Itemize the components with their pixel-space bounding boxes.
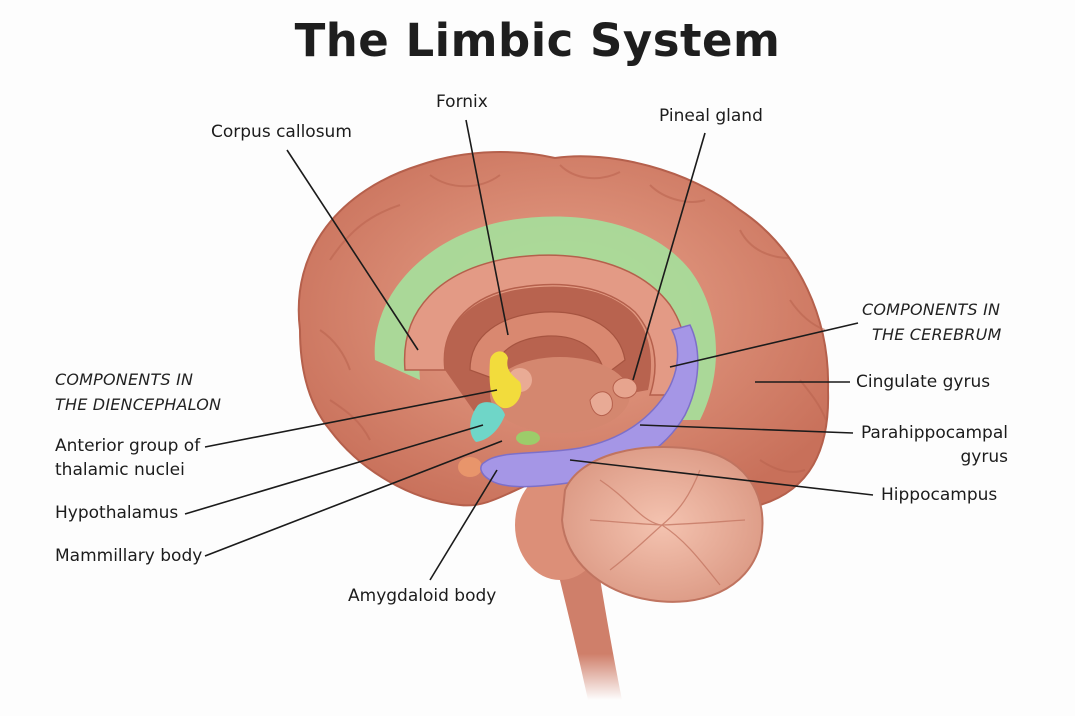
leader-fornix xyxy=(465,119,509,336)
label-corpus-callosum: Corpus callosum xyxy=(211,122,352,142)
leader-amygdaloid xyxy=(429,469,498,581)
group-header-diencephalon-line1: COMPONENTS IN xyxy=(55,370,194,389)
group-header-cerebrum: COMPONENTS IN THE CEREBRUM xyxy=(862,297,1002,347)
label-parahippocampal-gyrus: Parahippocampal gyrus xyxy=(858,421,1008,469)
hippocampus xyxy=(480,324,699,488)
group-header-diencephalon: COMPONENTS IN THE DIENCEPHALON xyxy=(55,367,221,417)
label-anterior-thalamic-line1: Anterior group of xyxy=(55,436,201,456)
group-header-cerebrum-line2: THE CEREBRUM xyxy=(872,325,1002,344)
diagram-title: The Limbic System xyxy=(294,14,781,67)
mammillary-body xyxy=(516,431,540,445)
label-hippocampus: Hippocampus xyxy=(881,485,998,505)
posterior-commissure xyxy=(589,391,613,416)
pineal-gland xyxy=(612,377,638,399)
label-parahippocampal-line2: gyrus xyxy=(960,447,1008,467)
leader-corpus-callosum xyxy=(286,149,419,351)
label-fornix: Fornix xyxy=(436,92,488,112)
anterior-thalamic-nuclei xyxy=(489,351,522,409)
leader-parahippocampal xyxy=(639,424,854,434)
leader-hippocampus xyxy=(569,459,874,496)
label-mammillary-body: Mammillary body xyxy=(55,546,203,566)
group-header-cerebrum-line1: COMPONENTS IN xyxy=(862,300,1001,319)
label-hypothalamus: Hypothalamus xyxy=(55,503,179,523)
cingulate-gyrus-region xyxy=(374,216,717,420)
label-anterior-thalamic-nuclei: Anterior group of thalamic nuclei xyxy=(55,434,200,482)
label-amygdaloid-body: Amygdaloid body xyxy=(348,586,497,606)
leader-anterior-thalamic xyxy=(204,389,498,448)
leader-mammillary xyxy=(204,440,503,557)
label-cingulate-gyrus: Cingulate gyrus xyxy=(856,372,991,392)
leader-hypothalamus xyxy=(184,424,484,515)
gyri-texture xyxy=(319,164,827,473)
hypothalamus xyxy=(470,402,505,442)
fornix-structure xyxy=(469,311,626,379)
label-anterior-thalamic-line2: thalamic nuclei xyxy=(55,460,185,480)
leader-lines xyxy=(184,119,874,581)
leader-cerebrum-group xyxy=(669,322,859,368)
leader-pineal-gland xyxy=(632,132,706,381)
cerebellum-texture xyxy=(589,469,746,586)
group-header-diencephalon-line2: THE DIENCEPHALON xyxy=(55,395,222,414)
label-pineal-gland: Pineal gland xyxy=(659,106,763,126)
label-parahippocampal-line1: Parahippocampal xyxy=(860,423,1008,443)
amygdala-orange xyxy=(458,457,482,477)
